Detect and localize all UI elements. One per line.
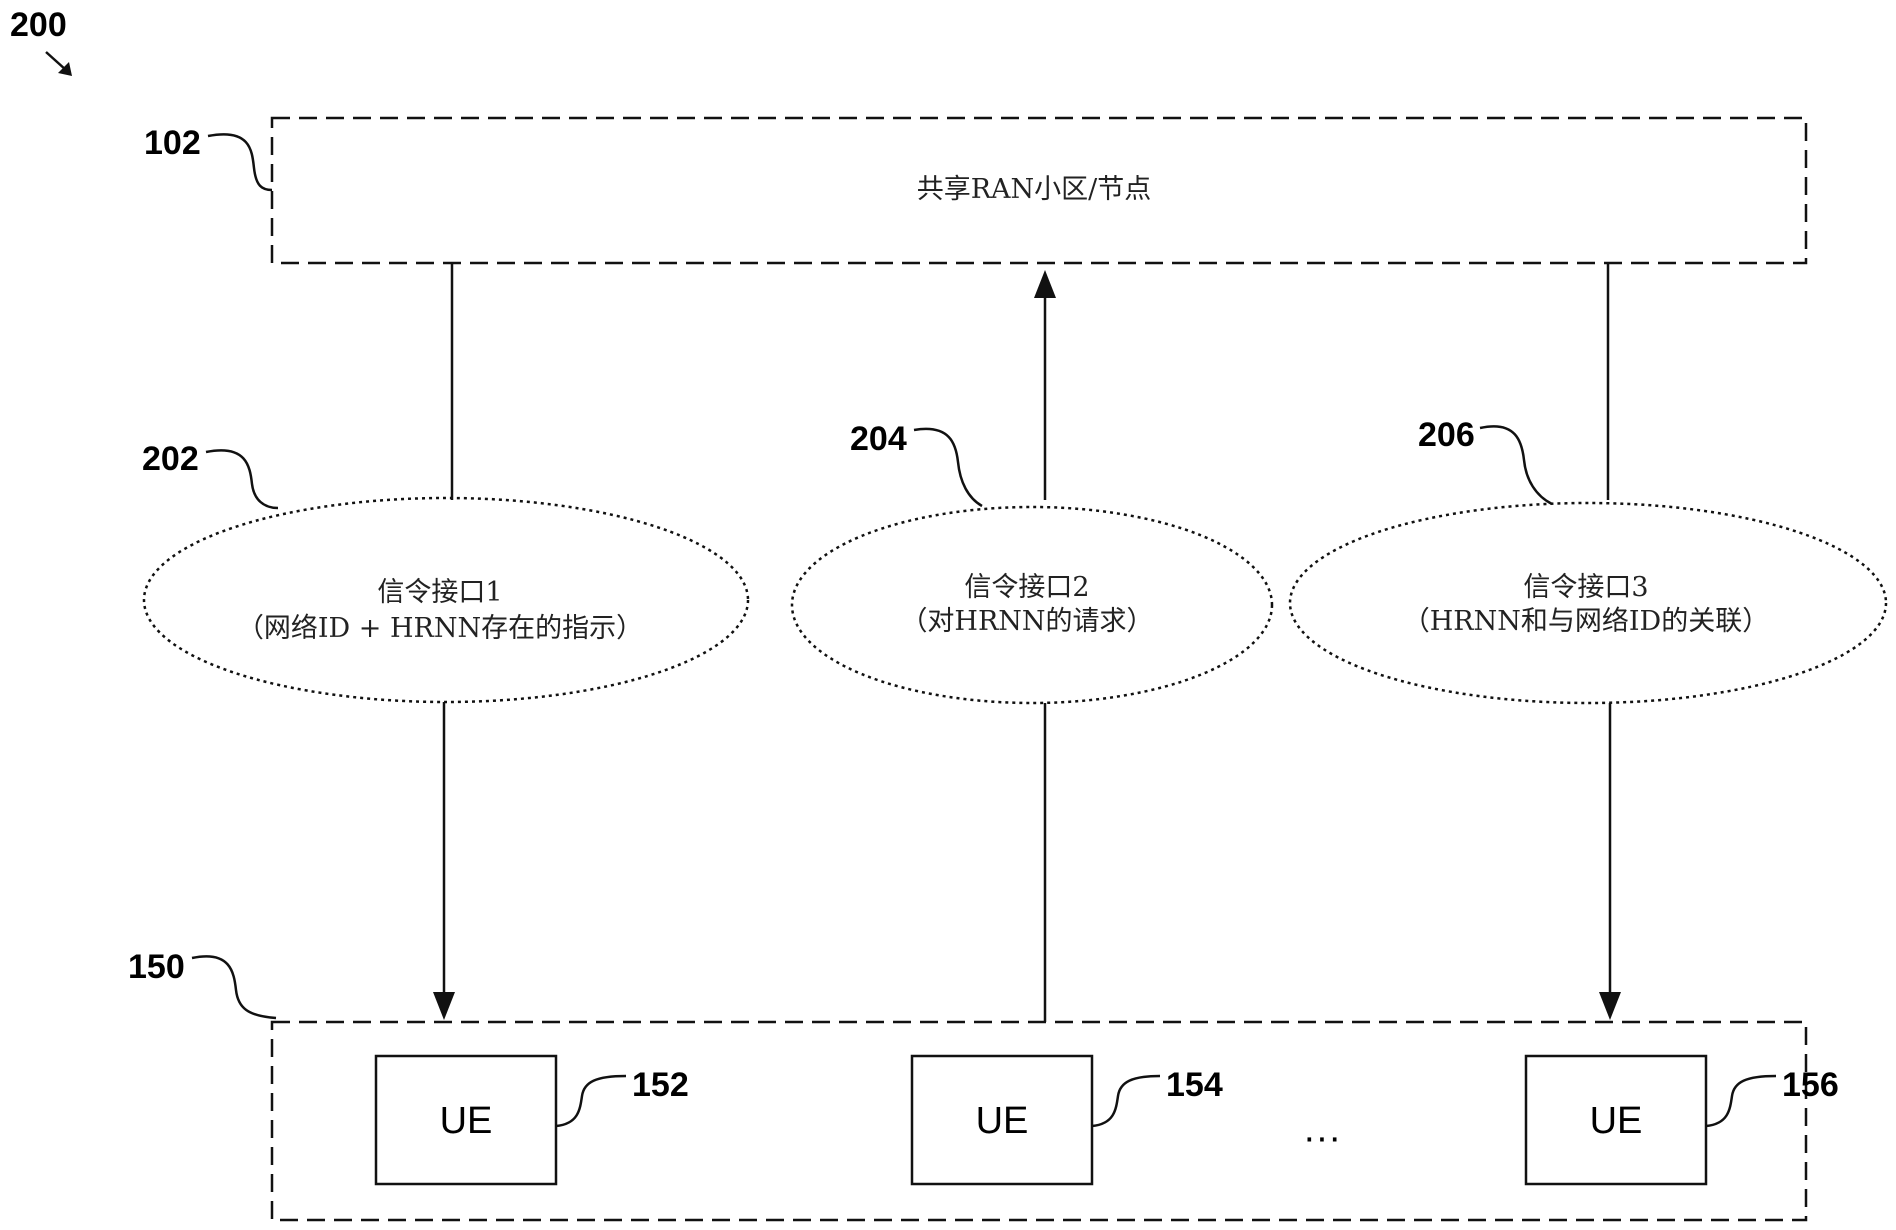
interface-1-detail: （网络ID + HRNN存在的指示） [237, 613, 643, 644]
ue-group-ref: 150 [128, 948, 185, 986]
ran-node-leader [208, 134, 272, 190]
interface-1-title: 信令接口1 [377, 577, 502, 608]
interface-1-leader [206, 450, 278, 508]
figure-ref-label: 200 [10, 6, 67, 44]
arrow-interface-2-to-ran-head [1034, 270, 1056, 298]
ue-152-ref: 152 [632, 1066, 689, 1104]
ue-ellipsis: ··· [1303, 1117, 1341, 1159]
ue-154-ref: 154 [1166, 1066, 1223, 1104]
interface-3-title: 信令接口3 [1523, 572, 1648, 603]
ran-node-label: 共享RAN小区/节点 [917, 174, 1152, 205]
arrow-interface-1-to-ue-head [433, 992, 455, 1020]
interface-3-leader [1480, 426, 1552, 504]
ue-group-leader [192, 956, 276, 1018]
interface-3-ref: 206 [1418, 416, 1475, 454]
interface-3-detail: （HRNN和与网络ID的关联） [1403, 606, 1769, 637]
interface-2-detail: （对HRNN的请求） [900, 606, 1153, 637]
interface-2-leader [914, 429, 982, 506]
ue-156-ref: 156 [1782, 1066, 1839, 1104]
figure-ref-arrow-shaft [46, 52, 66, 70]
ue-152-label: UE [440, 1100, 493, 1142]
ue-152-leader [556, 1076, 626, 1126]
interface-2-ref: 204 [850, 420, 907, 458]
ue-156-leader [1706, 1076, 1776, 1126]
ue-156-label: UE [1590, 1100, 1643, 1142]
ran-node-ref: 102 [144, 124, 201, 162]
interface-2-title: 信令接口2 [964, 572, 1089, 603]
interface-2-ellipse [792, 507, 1272, 703]
interface-3-ellipse [1290, 503, 1886, 703]
interface-1-ref: 202 [142, 440, 199, 478]
ue-154-label: UE [976, 1100, 1029, 1142]
arrow-interface-3-to-ue-head [1599, 992, 1621, 1020]
ue-154-leader [1092, 1076, 1160, 1126]
